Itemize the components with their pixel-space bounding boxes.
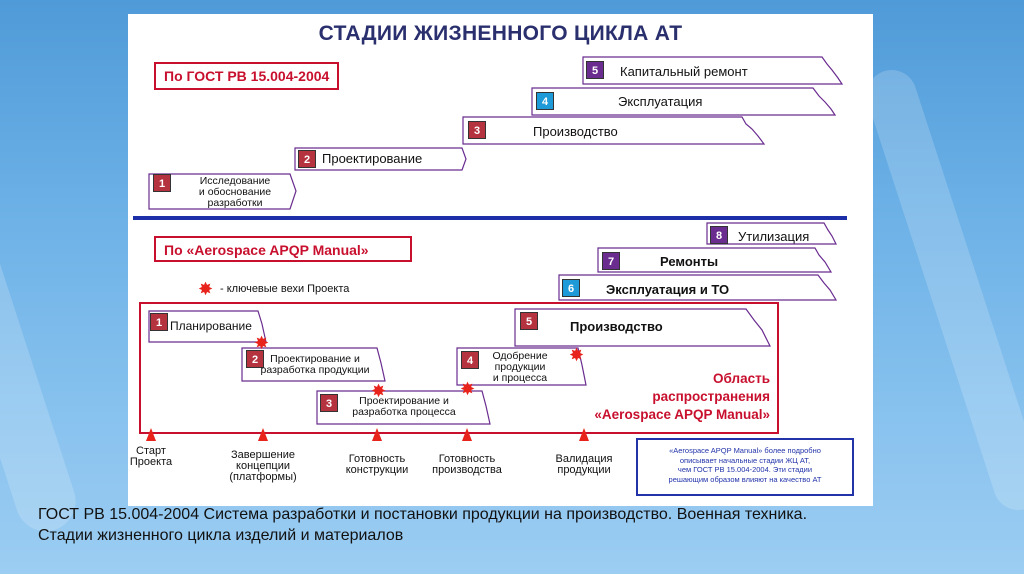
stage-number: 3 [468, 121, 486, 139]
stage-box [148, 173, 297, 210]
stage-box [514, 308, 771, 347]
stage-box [582, 56, 844, 85]
stage-label: Эксплуатация [618, 94, 703, 109]
stage-number: 7 [602, 252, 620, 270]
stage-label: Одобрение продукции и процесса [492, 350, 548, 384]
milestone-label: Старт Проекта [129, 445, 173, 468]
stage-number: 6 [562, 279, 580, 297]
stage-number: 2 [246, 350, 264, 368]
stage-label: Проектирование и разработка продукции [260, 353, 370, 376]
stage-number: 5 [520, 312, 538, 330]
stage-box [462, 116, 766, 145]
stage-box [558, 274, 838, 301]
apqp-scope-frame [139, 302, 779, 434]
milestone-star-icon: ✸ [371, 381, 387, 401]
stage-box [294, 147, 467, 171]
stage-label: Планирование [170, 319, 252, 333]
stage-box [241, 347, 386, 382]
apqp-header: По «Aerospace APQP Manual» [154, 236, 412, 262]
milestone-marker-icon [372, 428, 382, 441]
stage-number: 3 [320, 394, 338, 412]
stage-number: 1 [153, 174, 171, 192]
stage-label: Производство [533, 124, 618, 139]
milestone-star-icon: ✸ [460, 379, 476, 399]
milestone-marker-icon [258, 428, 268, 441]
legend-label: - ключевые вехи Проекта [220, 283, 350, 295]
stage-box [456, 347, 587, 386]
milestone-marker-icon [146, 428, 156, 441]
stage-label: Проектирование и разработка процесса [352, 395, 456, 418]
info-note: «Aerospace APQP Manual» более подробно о… [636, 438, 854, 496]
milestone-label: Завершение концепции (платформы) [229, 449, 297, 483]
stage-label: Эксплуатация и ТО [606, 282, 730, 297]
stage-box [706, 222, 837, 245]
stage-label: Производство [570, 319, 663, 334]
background-streak [860, 63, 1024, 517]
gost-header: По ГОСТ РВ 15.004-2004 [154, 62, 340, 90]
stage-number: 4 [461, 351, 479, 369]
stage-number: 4 [536, 92, 554, 110]
stage-number: 5 [586, 61, 604, 79]
section-divider [133, 216, 847, 220]
stage-label: Исследование и обоснование разработки [198, 175, 272, 209]
slide-diagram: СТАДИИ ЖИЗНЕННОГО ЦИКЛА АТ По ГОСТ РВ 15… [128, 14, 873, 506]
milestone-star-icon: ✸ [569, 345, 585, 365]
stage-box [597, 247, 833, 273]
stage-label: Капитальный ремонт [620, 64, 748, 79]
milestone-star-icon: ✸ [254, 333, 270, 353]
background-streak [0, 121, 84, 539]
slide-caption: ГОСТ РВ 15.004-2004 Система разработки и… [38, 506, 808, 544]
stage-number: 8 [710, 226, 728, 244]
stage-label: Ремонты [660, 254, 719, 269]
milestone-label: Готовность конструкции [345, 453, 409, 476]
milestone-label: Готовность производства [432, 453, 502, 476]
scope-label: Область распространения «Aerospace APQP … [594, 371, 770, 422]
stage-label: Проектирование [322, 151, 423, 166]
milestone-marker-icon [462, 428, 472, 441]
stage-number: 2 [298, 150, 316, 168]
milestone-star-icon: ✸ [198, 279, 214, 299]
stage-box [531, 87, 837, 116]
stage-label: Утилизация [738, 229, 810, 244]
stage-box [148, 310, 267, 343]
stage-box [316, 390, 491, 425]
stage-number: 1 [150, 313, 168, 331]
diagram-title: СТАДИИ ЖИЗНЕННОГО ЦИКЛА АТ [318, 22, 683, 45]
milestone-label: Валидация продукции [555, 453, 613, 476]
milestone-marker-icon [579, 428, 589, 441]
